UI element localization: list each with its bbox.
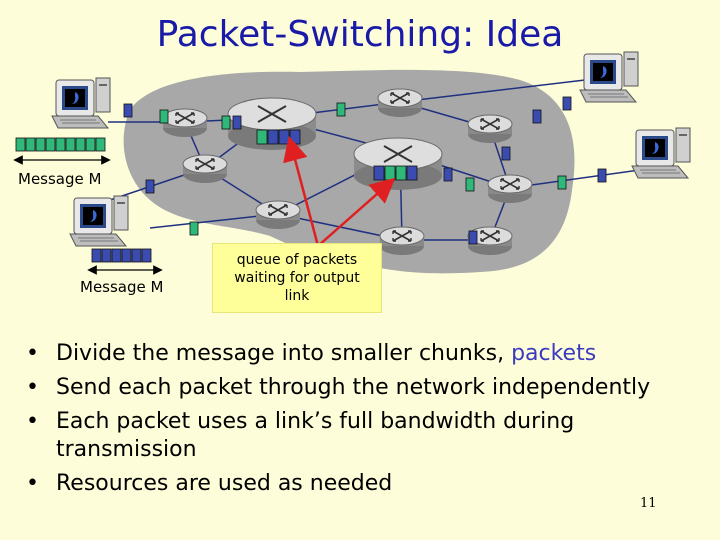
message-packets [91, 248, 152, 263]
message-label-bottom: Message M [80, 278, 164, 296]
message-label-top: Message M [18, 170, 102, 188]
bullet-item: Divide the message into smaller chunks, … [26, 340, 706, 368]
callout-line: waiting for output [234, 270, 360, 286]
message-packets [15, 137, 106, 152]
computer-icon [579, 51, 639, 103]
router-icon [162, 108, 208, 138]
router-icon [467, 114, 513, 144]
arrow-icon [317, 177, 396, 247]
bullet-list: Divide the message into smaller chunks, … [26, 340, 706, 504]
callout-line: link [284, 288, 310, 304]
router-icon [487, 174, 533, 204]
router-icon [255, 200, 301, 230]
arrow-icon [283, 135, 320, 247]
router-icon [182, 154, 228, 184]
queue-callout: queue of packets waiting for output link [212, 243, 382, 313]
packets [123, 96, 607, 245]
router-icon [379, 226, 425, 256]
computer-icon [69, 195, 129, 247]
computer-icon [631, 127, 691, 179]
slide-title: Packet-Switching: Idea [156, 14, 564, 55]
highlight-packets: packets [511, 341, 597, 366]
bullet-item: Each packet uses a link’s full bandwidth… [26, 408, 706, 464]
router-icon [353, 137, 443, 191]
router-icon [377, 88, 423, 118]
callout-line: queue of packets [236, 252, 358, 268]
bullet-item: Send each packet through the network ind… [26, 374, 706, 402]
bullet-item: Resources are used as needed [26, 470, 706, 498]
page-number: 11 [640, 496, 657, 511]
computer-icon [51, 77, 111, 129]
